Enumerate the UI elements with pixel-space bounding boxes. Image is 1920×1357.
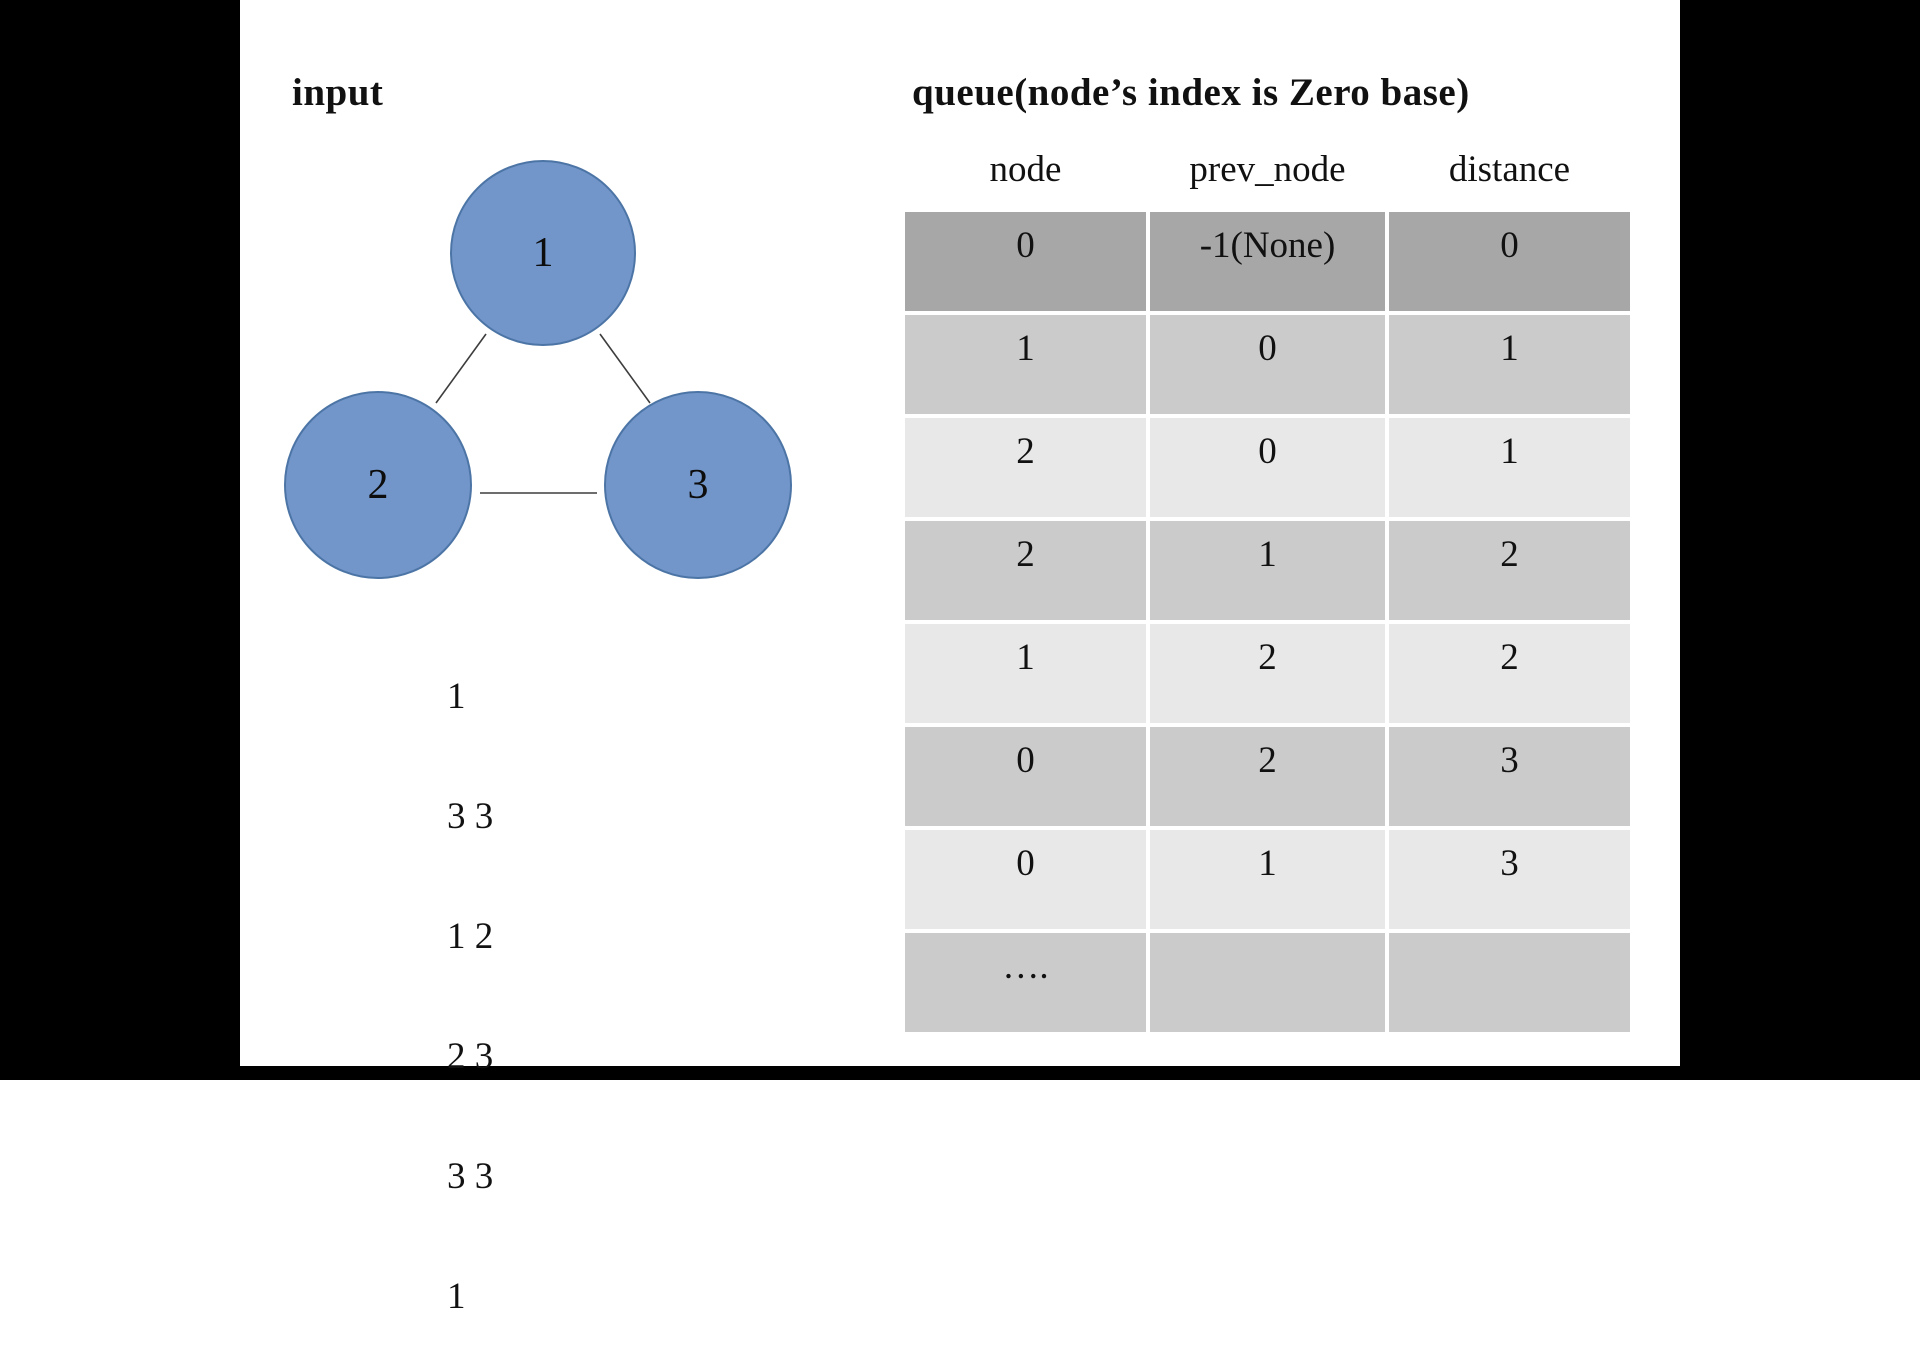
input-line: 1 xyxy=(447,676,466,717)
input-section-title: input xyxy=(292,71,384,114)
input-line: 2 3 xyxy=(447,1036,494,1077)
column-header-prev-node: prev_node xyxy=(1189,149,1346,190)
edge-1-3 xyxy=(599,333,651,404)
table-cell-distance xyxy=(1389,933,1630,1032)
input-line: 3 3 xyxy=(447,1156,494,1197)
table-cell-distance: 1 xyxy=(1389,418,1630,517)
table-cell-prev_node: 1 xyxy=(1150,521,1385,620)
graph-node-2-label: 2 xyxy=(367,462,389,508)
table-cell-prev_node: 1 xyxy=(1150,830,1385,929)
letterbox-left xyxy=(0,0,240,1080)
graph-node-3-label: 3 xyxy=(687,462,709,508)
table-cell-node: 0 xyxy=(905,727,1146,826)
letterbox-bottom xyxy=(0,1066,1920,1080)
graph-node-1-label: 1 xyxy=(532,230,554,276)
table-cell-prev_node: 0 xyxy=(1150,315,1385,414)
table-cell-prev_node: -1(None) xyxy=(1150,212,1385,311)
table-cell-node: 2 xyxy=(905,521,1146,620)
table-cell-node: 0 xyxy=(905,212,1146,311)
column-header-node: node xyxy=(989,149,1062,190)
table-cell-node: 1 xyxy=(905,315,1146,414)
table-cell-distance: 3 xyxy=(1389,727,1630,826)
queue-table-headers: node prev_node distance xyxy=(905,148,1630,212)
table-cell-node: …. xyxy=(905,933,1146,1032)
table-cell-distance: 0 xyxy=(1389,212,1630,311)
graph-node-2: 2 xyxy=(284,391,472,579)
table-cell-prev_node: 2 xyxy=(1150,624,1385,723)
input-line: 1 xyxy=(447,1276,466,1317)
graph-node-1: 1 xyxy=(450,160,636,346)
input-text-block: 1 3 3 1 2 2 3 3 3 1 xyxy=(447,597,493,1357)
queue-section-title: queue(node’s index is Zero base) xyxy=(912,71,1470,114)
letterbox-right xyxy=(1680,0,1920,1080)
table-cell-prev_node: 2 xyxy=(1150,727,1385,826)
input-line: 3 3 xyxy=(447,796,494,837)
table-cell-distance: 2 xyxy=(1389,521,1630,620)
input-line: 1 2 xyxy=(447,916,494,957)
table-cell-prev_node: 0 xyxy=(1150,418,1385,517)
table-cell-distance: 1 xyxy=(1389,315,1630,414)
edge-1-2 xyxy=(435,333,487,404)
table-cell-node: 2 xyxy=(905,418,1146,517)
table-cell-prev_node xyxy=(1150,933,1385,1032)
graph-node-3: 3 xyxy=(604,391,792,579)
table-cell-node: 0 xyxy=(905,830,1146,929)
column-header-distance: distance xyxy=(1448,149,1571,190)
table-cell-distance: 2 xyxy=(1389,624,1630,723)
table-cell-distance: 3 xyxy=(1389,830,1630,929)
table-cell-node: 1 xyxy=(905,624,1146,723)
